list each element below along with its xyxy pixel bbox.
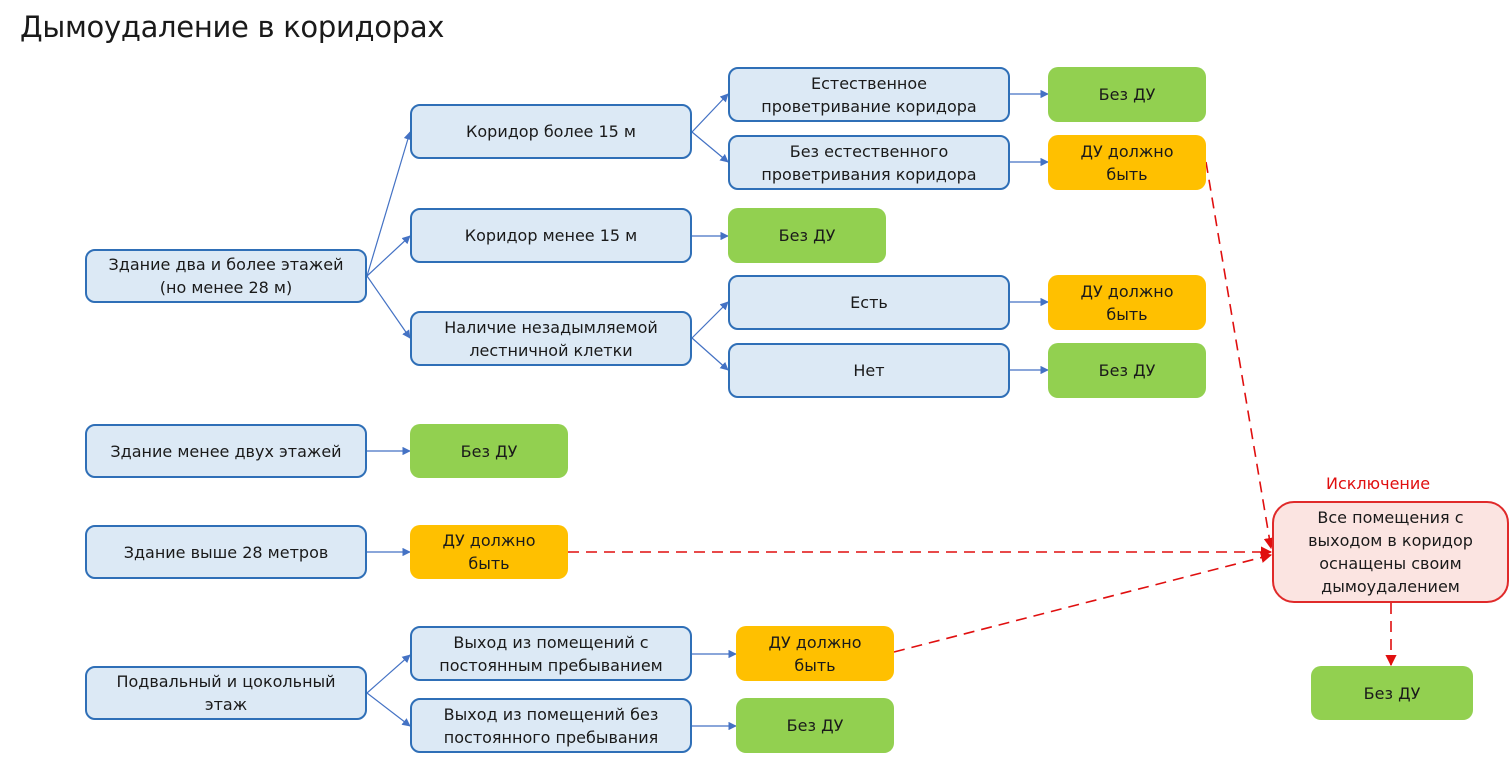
dashed-edge-r2-to-exception [1205, 161, 1275, 550]
node-building-above-28m: Здание выше 28 метров [85, 525, 367, 579]
node-basement-floor: Подвальный и цокольный этаж [85, 666, 367, 720]
node-label: Без естественного проветривания коридора [761, 141, 977, 184]
result-smoke-removal-required: ДУ должно быть [1048, 135, 1206, 190]
page-title: Дымоудаление в коридорах [20, 10, 445, 44]
edge-bldg-to-corr-less [366, 235, 411, 277]
result-label: Без ДУ [778, 226, 836, 245]
result-label: ДУ должно быть [1080, 281, 1174, 324]
result-label: Без ДУ [1363, 683, 1421, 703]
result-label: ДУ должно быть [768, 632, 862, 675]
dashed-edge-r8-to-exception [893, 552, 1273, 653]
result-no-smoke-removal: Без ДУ [1048, 343, 1206, 398]
node-exit-no-permanent-stay: Выход из помещений без постоянного пребы… [410, 698, 692, 753]
node-label: Коридор более 15 м [466, 122, 636, 141]
node-corridor-less-15m: Коридор менее 15 м [410, 208, 692, 263]
node-label: Нет [853, 361, 885, 380]
result-no-smoke-removal: Без ДУ [1311, 666, 1473, 720]
node-building-less-two-floors: Здание менее двух этажей [85, 424, 367, 478]
result-label: Без ДУ [1098, 85, 1156, 104]
result-no-smoke-removal: Без ДУ [728, 208, 886, 263]
node-smokeproof-stairwell: Наличие незадымляемой лестничной клетки [410, 311, 692, 366]
node-stairwell-yes: Есть [728, 275, 1010, 330]
result-smoke-removal-required: ДУ должно быть [1048, 275, 1206, 330]
result-no-smoke-removal: Без ДУ [736, 698, 894, 753]
result-label: ДУ должно быть [442, 531, 536, 573]
node-exception-own-smoke-removal: Все помещения с выходом в коридор оснаще… [1272, 501, 1509, 603]
result-label: Без ДУ [1098, 361, 1156, 380]
node-exit-permanent-stay: Выход из помещений с постоянным пребыван… [410, 626, 692, 681]
node-natural-ventilation: Естественное проветривание коридора [728, 67, 1010, 122]
node-no-natural-ventilation: Без естественного проветривания коридора [728, 135, 1010, 190]
node-label: Естественное проветривание коридора [761, 73, 977, 116]
edge-corr-more-to-nat [691, 93, 729, 133]
edge-basement-to-noperm [366, 692, 411, 727]
node-label: Подвальный и цокольный этаж [116, 672, 336, 714]
result-label: Без ДУ [786, 716, 844, 735]
result-no-smoke-removal: Без ДУ [410, 424, 568, 478]
node-label: Здание выше 28 метров [123, 542, 329, 562]
node-label: Выход из помещений без постоянного пребы… [443, 704, 659, 747]
node-building-two-plus-floors: Здание два и более этажей (но менее 28 м… [85, 249, 367, 303]
node-label: Все помещения с выходом в коридор оснаще… [1308, 508, 1473, 596]
node-label: Коридор менее 15 м [464, 226, 638, 245]
edge-basement-to-perm [366, 654, 411, 694]
node-label: Здание два и более этажей (но менее 28 м… [108, 255, 344, 297]
node-label: Здание менее двух этажей [110, 441, 342, 461]
result-smoke-removal-required: ДУ должно быть [736, 626, 894, 681]
result-label: ДУ должно быть [1080, 141, 1174, 184]
edge-bldg-to-stair [366, 275, 411, 339]
edge-stair-to-yes [691, 301, 729, 339]
edge-stair-to-no [691, 337, 729, 371]
node-stairwell-no: Нет [728, 343, 1010, 398]
node-label: Есть [850, 293, 888, 312]
node-label: Наличие незадымляемой лестничной клетки [444, 317, 658, 360]
node-corridor-more-15m: Коридор более 15 м [410, 104, 692, 159]
edge-bldg-to-corr-more [366, 131, 412, 277]
exception-label: Исключение [1326, 474, 1431, 493]
node-label: Выход из помещений с постоянным пребыван… [439, 632, 663, 675]
result-smoke-removal-required: ДУ должно быть [410, 525, 568, 579]
result-no-smoke-removal: Без ДУ [1048, 67, 1206, 122]
result-label: Без ДУ [460, 441, 518, 461]
edge-corr-more-to-nonat [691, 131, 729, 163]
